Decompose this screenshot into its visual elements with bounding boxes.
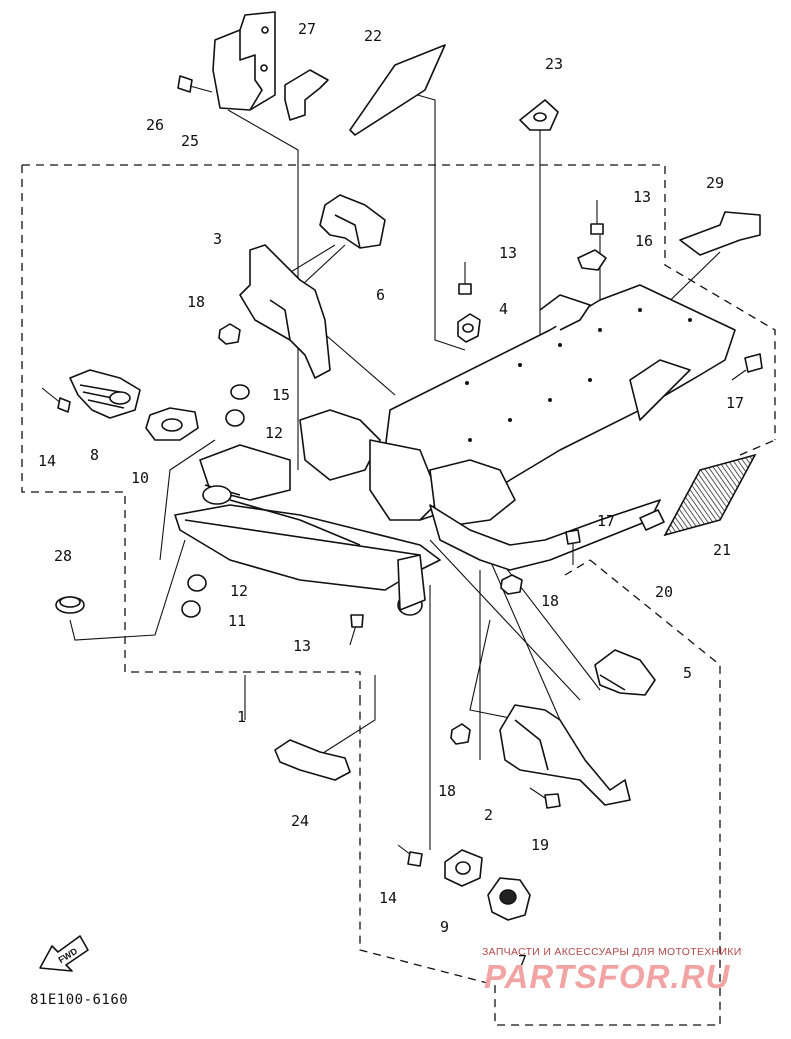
- callout-22: 22: [364, 27, 382, 45]
- damper-12-top: [225, 409, 245, 427]
- bolt-19: [529, 787, 561, 809]
- callout-13-right: 13: [633, 188, 651, 206]
- callout-23: 23: [545, 55, 563, 73]
- callout-14-left: 14: [38, 452, 56, 470]
- cap-20: [639, 509, 665, 531]
- callout-14-lower: 14: [379, 889, 397, 907]
- callout-11: 11: [228, 612, 246, 630]
- cover-22: [349, 44, 446, 136]
- callout-29: 29: [706, 174, 724, 192]
- damper-11: [181, 600, 201, 618]
- gasket-10: [145, 407, 199, 441]
- callout-16: 16: [635, 232, 653, 250]
- nut-18-lower: [450, 723, 471, 745]
- bolt-17-right: [731, 353, 763, 381]
- bolt-13-right: [590, 200, 604, 235]
- callout-27: 27: [298, 20, 316, 38]
- callout-9: 9: [440, 918, 449, 936]
- callout-18-right: 18: [541, 592, 559, 610]
- watermark-tagline: ЗАПЧАСТИ И АКСЕССУАРЫ ДЛЯ МОТОТЕХНИКИ: [482, 946, 742, 958]
- callout-24: 24: [291, 812, 309, 830]
- grommet-23: [519, 99, 559, 131]
- mount-6: [319, 194, 386, 249]
- bolt-13-upper: [458, 262, 472, 295]
- callout-18-lower: 18: [438, 782, 456, 800]
- bolt-13-lower: [349, 614, 364, 646]
- callout-13-lower: 13: [293, 637, 311, 655]
- plate-27: [284, 69, 329, 121]
- damper-12-lower: [187, 574, 207, 592]
- callout-6: 6: [376, 286, 385, 304]
- assembly-boundary-lines: [21, 164, 776, 1026]
- bolt-26: [177, 75, 213, 93]
- callout-25: 25: [181, 132, 199, 150]
- catalog-number: 81E100-6160: [30, 992, 129, 1008]
- callout-4: 4: [499, 300, 508, 318]
- callout-2: 2: [484, 806, 493, 824]
- gasket-9: [444, 849, 483, 887]
- callout-18-top: 18: [187, 293, 205, 311]
- bracket-3: [239, 244, 331, 379]
- bracket-25: [212, 11, 276, 111]
- callout-15: 15: [272, 386, 290, 404]
- callout-3: 3: [213, 230, 222, 248]
- damper-15: [230, 384, 250, 400]
- callout-numbers: 1 2 3 4 5 6 7 8 9 10 11 12 12 13 13 13 1…: [38, 20, 744, 970]
- bolt-14-lower: [397, 844, 423, 867]
- nut-18-top: [218, 323, 241, 345]
- grip-24: [274, 739, 351, 781]
- callout-28: 28: [54, 547, 72, 565]
- callout-12-lower: 12: [230, 582, 248, 600]
- label-21: [663, 453, 757, 537]
- mount-5: [594, 649, 656, 696]
- intake-joint-8: [69, 369, 141, 419]
- callout-10: 10: [131, 469, 149, 487]
- callout-19: 19: [531, 836, 549, 854]
- ring-28: [55, 596, 85, 614]
- callout-21: 21: [713, 541, 731, 559]
- nut-4: [457, 313, 481, 343]
- bolt-17-lower: [565, 529, 581, 565]
- callout-1: 1: [237, 708, 246, 726]
- lower-cross-frame: [174, 444, 441, 616]
- watermark-brand: PARTSFOR.RU: [484, 958, 731, 995]
- callout-5: 5: [683, 664, 692, 682]
- intake-joint-7: [487, 877, 531, 921]
- fwd-arrow-icon: FWD: [39, 935, 89, 972]
- clip-16: [577, 249, 607, 271]
- callout-12-top: 12: [265, 424, 283, 442]
- callout-8: 8: [90, 446, 99, 464]
- callout-17-right: 17: [726, 394, 744, 412]
- callout-7: 7: [518, 952, 527, 970]
- callout-17-lower: 17: [597, 512, 615, 530]
- bolt-14-left: [41, 387, 71, 413]
- callout-13-upper: 13: [499, 244, 517, 262]
- callout-20: 20: [655, 583, 673, 601]
- nut-18-right: [500, 574, 523, 595]
- bracket-2: [499, 704, 631, 806]
- callout-26: 26: [146, 116, 164, 134]
- stay-29: [679, 211, 761, 256]
